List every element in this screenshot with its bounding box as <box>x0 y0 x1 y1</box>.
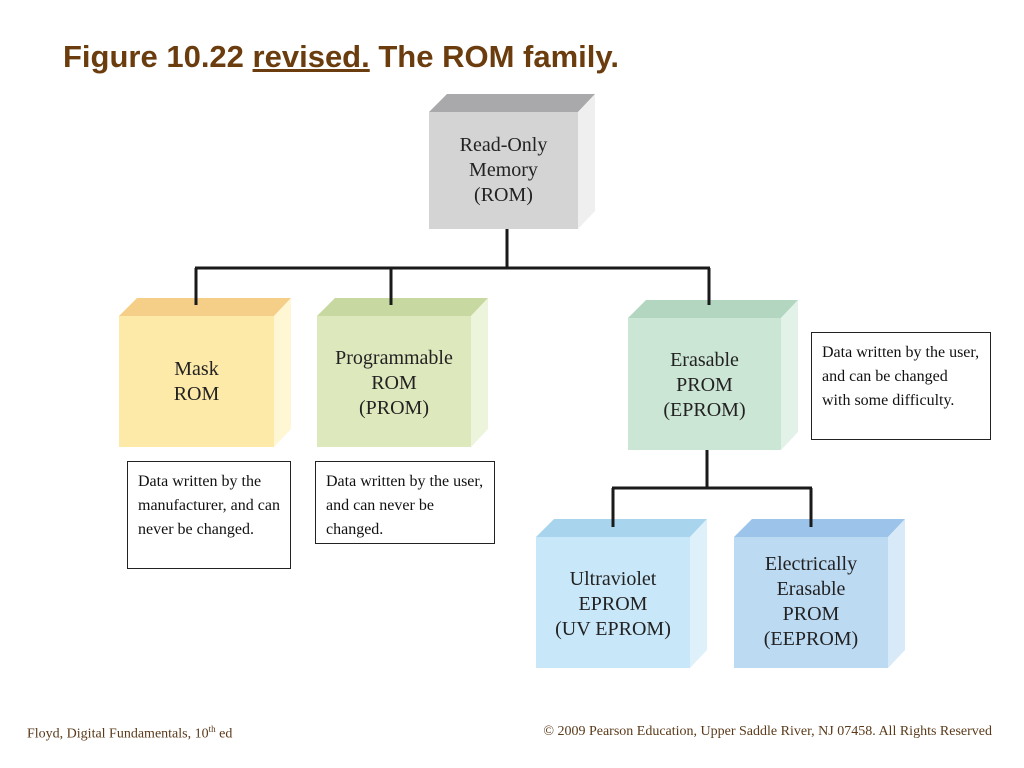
tree-connectors <box>194 229 813 527</box>
footer-edition-sup: th <box>208 724 216 734</box>
footer-book-credit: Floyd, Digital Fundamentals, 10th ed <box>27 724 232 743</box>
box-label-line: ROM <box>371 372 417 394</box>
box-label-line: PROM <box>782 603 840 625</box>
box-rom <box>429 94 595 229</box>
box-label-line: Ultraviolet <box>569 568 657 590</box>
box-label-line: ROM <box>173 382 220 405</box>
note-mask-rom: Data written by the manufacturer, and ca… <box>127 461 291 569</box>
box-label-line: EPROM <box>578 593 648 615</box>
box-prom <box>317 298 488 447</box>
box-label-line: Memory <box>469 159 538 181</box>
footer-edition-suffix: ed <box>215 726 233 742</box>
box-label-line: (ROM) <box>474 184 533 206</box>
box-label-line: PROM <box>676 374 733 396</box>
note-prom: Data written by the user, and can never … <box>315 461 495 544</box>
title-prefix: Figure 10.22 <box>63 39 244 74</box>
box-label-line: Erasable <box>776 578 846 600</box>
box-label-line: (PROM) <box>358 397 429 419</box>
footer-book-title: Floyd, Digital Fundamentals, 10 <box>27 726 209 742</box>
title-revised: revised. <box>252 39 370 74</box>
box-label-line: (UV EPROM) <box>555 618 671 640</box>
box-uv-eprom <box>536 519 707 668</box>
box-label-line: Electrically <box>764 553 858 575</box>
box-label-line: (EPROM) <box>663 399 746 421</box>
box-mask-rom <box>119 298 291 447</box>
footer-copyright: © 2009 Pearson Education, Upper Saddle R… <box>543 724 992 739</box>
page-title: Figure 10.22 revised. The ROM family. <box>63 39 619 74</box>
box-eeprom <box>734 519 905 668</box>
title-suffix: The ROM family. <box>378 39 619 74</box>
box-label-line: Programmable <box>335 347 453 369</box>
box-label-line: Read-Only <box>459 134 548 156</box>
box-label-line: Mask <box>174 357 219 380</box>
box-label-line: Erasable <box>670 349 739 371</box>
note-eprom: Data written by the user, and can be cha… <box>811 332 991 440</box>
box-eprom <box>628 300 798 450</box>
box-label-line: (EEPROM) <box>763 628 859 650</box>
